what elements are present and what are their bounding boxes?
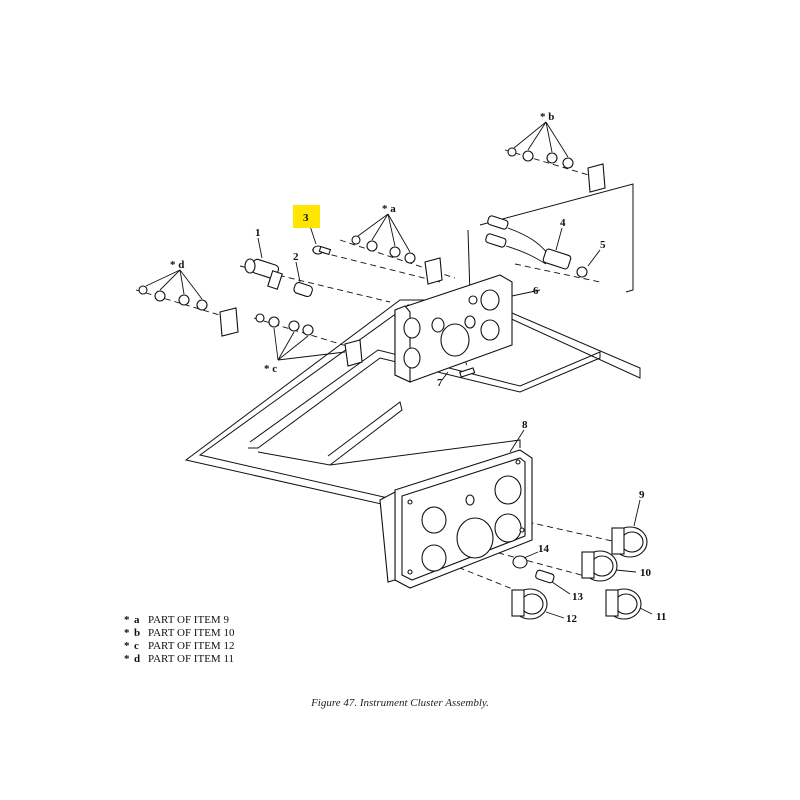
callout-7: 7 xyxy=(437,377,443,389)
screw-item-3 xyxy=(312,245,332,256)
callout-10: 10 xyxy=(640,567,652,579)
callout-11: 11 xyxy=(656,611,666,623)
gauge-item-10 xyxy=(581,550,618,582)
callout-group-d: * d xyxy=(170,259,184,271)
callout-14: 14 xyxy=(538,543,550,555)
gauge-item-9 xyxy=(611,526,648,558)
callout-3: 3 xyxy=(303,212,309,224)
hardware-group-c xyxy=(255,313,363,367)
callout-12: 12 xyxy=(566,613,578,625)
hardware-group-b xyxy=(507,147,606,193)
callout-9: 9 xyxy=(639,489,645,501)
callout-8: 8 xyxy=(522,419,528,431)
callout-highlight xyxy=(293,205,320,228)
cable-item-4 xyxy=(485,215,572,270)
callout-group-c: * c xyxy=(264,363,277,375)
lamp-item-2 xyxy=(293,282,313,298)
callout-2: 2 xyxy=(293,251,299,263)
figure-caption: Figure 47. Instrument Cluster Assembly. xyxy=(311,697,489,709)
callout-group-a: * a xyxy=(382,203,396,215)
gauge-item-11 xyxy=(605,588,642,620)
callout-5: 5 xyxy=(600,239,606,251)
callout-1: 1 xyxy=(255,227,261,239)
lamp-item-13 xyxy=(535,569,555,584)
panel-plate-item-6 xyxy=(394,274,513,383)
hardware-group-a xyxy=(351,235,443,285)
grommet-item-14 xyxy=(512,555,528,569)
screw-item-7 xyxy=(459,367,476,378)
gauge-item-12 xyxy=(511,588,548,620)
callout-13: 13 xyxy=(572,591,584,603)
callout-labels: 1 2 3 4 5 6 7 8 9 10 11 12 13 14 * a * b… xyxy=(170,111,666,625)
callout-group-b: * b xyxy=(540,111,554,123)
switch-item-1 xyxy=(244,258,283,290)
hardware-group-d xyxy=(138,285,239,337)
leader-lines xyxy=(145,121,653,619)
callout-4: 4 xyxy=(560,217,566,229)
nut-item-5 xyxy=(576,266,588,278)
bezel-item-8 xyxy=(379,449,533,589)
callout-6: 6 xyxy=(533,285,539,297)
